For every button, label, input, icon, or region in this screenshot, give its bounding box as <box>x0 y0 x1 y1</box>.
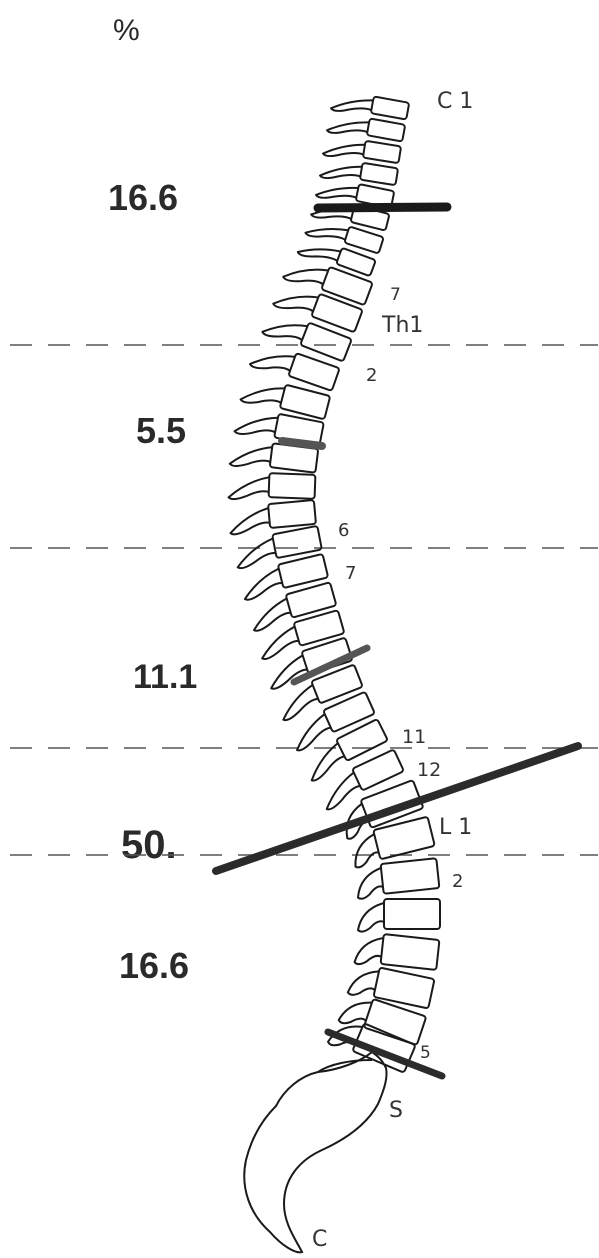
label-l1: L 1 <box>439 815 472 840</box>
label-th11: 11 <box>402 726 426 748</box>
label-c1: C 1 <box>437 89 473 114</box>
label-th7: 7 <box>345 563 356 584</box>
vertebral-body <box>360 163 398 185</box>
vertebra-31 <box>354 931 439 972</box>
vertebral-body <box>288 353 339 391</box>
label-sacrum: S <box>389 1098 403 1123</box>
vertebra-8 <box>297 234 376 280</box>
label-th1: Th1 <box>381 313 423 338</box>
label-l2: 2 <box>452 871 463 892</box>
marker-line-thoracolumbar <box>216 746 578 871</box>
spinous-process <box>323 138 365 161</box>
sacrum-outline <box>244 1052 386 1252</box>
vertebral-body <box>367 118 405 141</box>
spinous-process <box>265 655 310 689</box>
sacrum-shape <box>244 1052 386 1252</box>
spinous-process <box>316 180 359 205</box>
spinous-process <box>240 378 285 410</box>
spinous-process <box>250 344 295 379</box>
spinous-process <box>297 238 340 268</box>
vertebra-20 <box>247 582 337 631</box>
spinous-process <box>355 868 384 899</box>
spinous-process <box>256 627 301 660</box>
spinous-process <box>240 569 284 601</box>
vertebra-25 <box>300 719 389 782</box>
marker-line-upper-thoracic <box>282 441 322 446</box>
region-divider-lines <box>10 345 598 855</box>
spinous-process <box>358 903 384 932</box>
vertebrae <box>228 89 440 1075</box>
label-th2: 2 <box>366 365 377 386</box>
label-th6: 6 <box>338 520 349 541</box>
label-th12: 12 <box>417 759 441 781</box>
vertebral-body <box>269 473 316 499</box>
vertebra-24 <box>287 692 377 752</box>
label-c7: 7 <box>390 285 401 305</box>
vertebral-body <box>323 692 375 733</box>
vertebral-body <box>384 899 440 929</box>
spinous-process <box>234 539 278 569</box>
spinous-process <box>229 508 271 535</box>
vertebra-12 <box>250 340 340 394</box>
vertebral-body <box>371 96 409 119</box>
label-coccyx: C <box>312 1227 327 1252</box>
vertebral-body <box>278 554 328 588</box>
spinous-process <box>320 160 362 183</box>
vertebral-body <box>268 500 316 528</box>
vertebral-body <box>363 141 401 163</box>
spinous-process <box>230 442 273 470</box>
vertebra-21 <box>255 610 345 660</box>
spinous-process <box>234 410 278 440</box>
label-l5: 5 <box>420 1043 431 1063</box>
vertebra-7 <box>305 214 384 257</box>
spinous-process <box>248 599 293 632</box>
vertebral-body <box>272 526 322 558</box>
vertebra-16 <box>228 472 315 502</box>
vertebra-9 <box>283 253 373 309</box>
spinous-process <box>228 476 269 501</box>
vertebra-1 <box>331 89 410 123</box>
marker-line-cervical <box>318 207 447 208</box>
vertebral-body <box>381 934 440 970</box>
vertebral-body <box>280 385 331 420</box>
vertebra-27 <box>336 780 424 840</box>
spinous-process <box>327 115 369 139</box>
spinous-process <box>305 218 348 246</box>
spinous-process <box>331 93 373 117</box>
spinous-process <box>354 935 383 966</box>
vertebra-30 <box>358 899 440 932</box>
vertebral-body <box>321 267 372 306</box>
vertebra-29 <box>355 858 440 899</box>
vertebral-body <box>381 858 440 894</box>
vertebra-19 <box>239 554 329 601</box>
vertebral-body <box>344 226 383 253</box>
